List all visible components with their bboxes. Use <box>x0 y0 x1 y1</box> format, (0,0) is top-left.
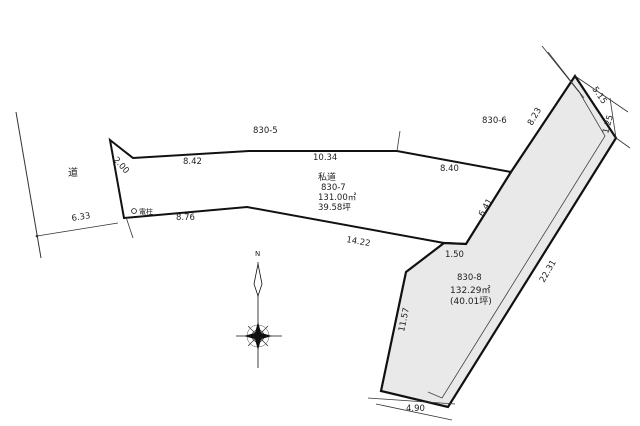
subject-parcel-inner-line <box>427 89 606 399</box>
subject-lot-number: 830-8 <box>457 273 482 283</box>
dimension-label: 4.90 <box>406 404 425 414</box>
neighbor-boundary-line <box>615 137 631 149</box>
dimension-label: 1.25 <box>601 114 616 135</box>
dimension-label: 6.33 <box>71 211 91 224</box>
dimension-label: 1.50 <box>445 250 464 260</box>
north-label: N <box>255 250 260 258</box>
north-arrow-icon <box>236 262 282 368</box>
dimension-label: 14.22 <box>345 235 371 249</box>
dimension-label: 11.57 <box>397 307 412 333</box>
neighbor-boundary-line <box>547 51 585 99</box>
private-road-lot-number: 830-7 <box>321 183 346 193</box>
private-road-name: 私道 <box>318 171 336 183</box>
private-road-parcel <box>108 137 513 246</box>
corner-mark <box>125 216 134 239</box>
subject-area-m2: 132.29㎡ <box>450 285 491 296</box>
private-road-area-m2: 131.00㎡ <box>318 193 357 203</box>
neighbor-boundary-line <box>367 397 456 405</box>
dimension-label: 10.34 <box>313 153 337 163</box>
neighbor-boundary-line <box>609 97 617 139</box>
dimension-label: 22.31 <box>538 258 559 284</box>
dimension-label: 8.40 <box>440 164 459 174</box>
subject-area-tsubo: (40.01坪) <box>450 296 492 307</box>
neighbor-boundary-line <box>375 403 453 421</box>
road-label: 道 <box>68 166 78 179</box>
subject-parcel-830-8 <box>379 74 618 409</box>
road-edge-line <box>15 111 42 259</box>
dimension-label: 8.23 <box>526 106 544 127</box>
corner-mark <box>396 130 401 152</box>
neighbor-boundary-line <box>574 75 629 113</box>
dimension-label: 8.42 <box>183 157 202 167</box>
private-road-area-tsubo: 39.58坪 <box>318 203 351 213</box>
utility-pole-icon <box>131 208 137 214</box>
road-width-dimension-line <box>36 222 119 237</box>
lot-label-830-6: 830-6 <box>482 116 507 126</box>
lot-label-830-5: 830-5 <box>253 126 278 136</box>
road-survey-point <box>35 234 39 238</box>
dimension-label: 8.76 <box>176 213 195 223</box>
utility-pole-label: 電柱 <box>139 207 153 216</box>
